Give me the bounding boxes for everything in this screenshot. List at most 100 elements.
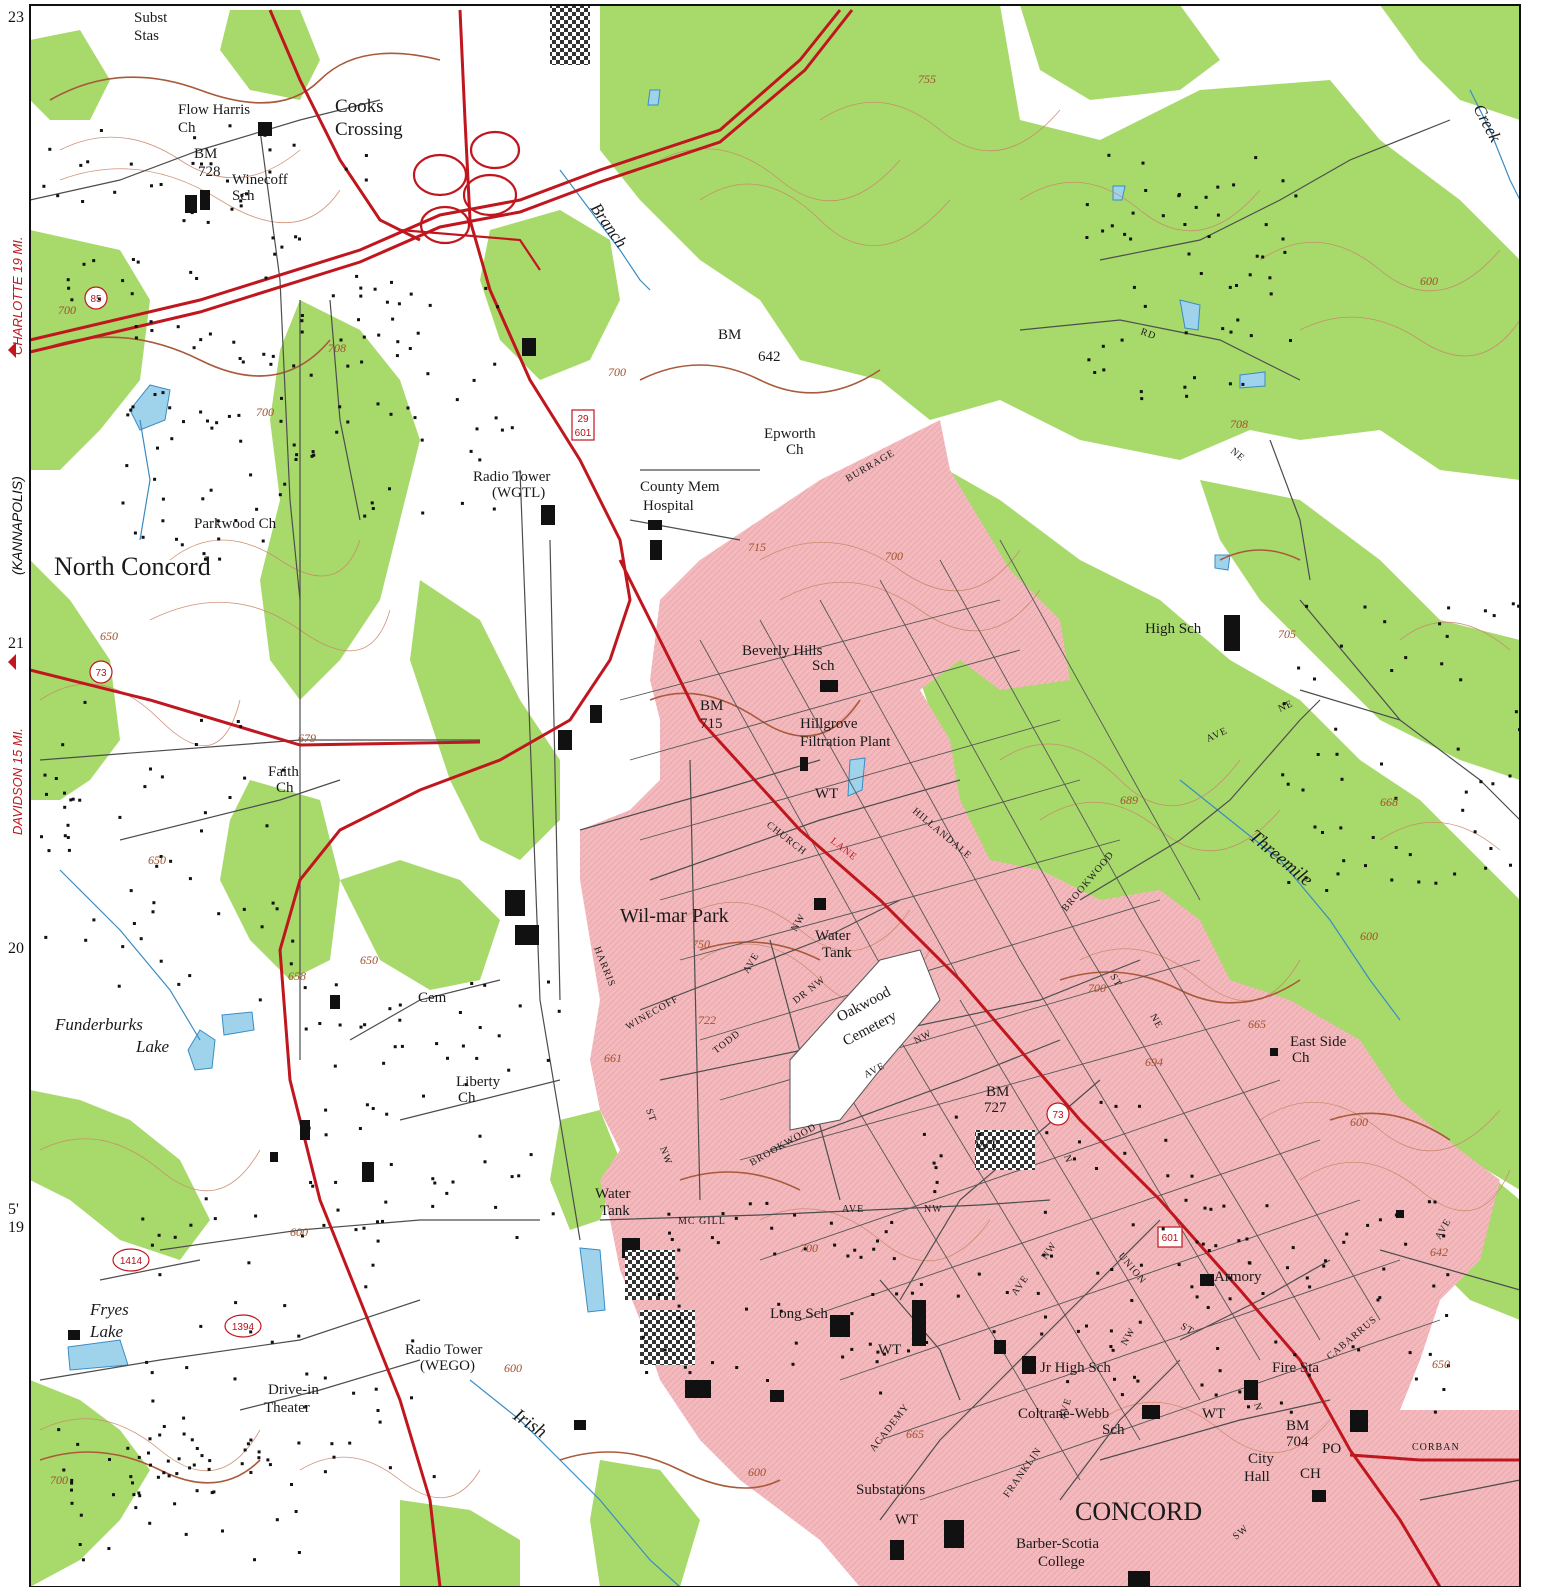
house-dot [1110,224,1114,228]
house-dot [507,1068,511,1072]
house-dot [890,1221,894,1224]
house-dot [677,1248,681,1252]
house-dot [1044,1315,1047,1319]
house-dot [249,1438,253,1442]
house-dot [841,1332,844,1336]
house-dot [1190,1285,1194,1289]
house-dot [1138,1104,1141,1108]
house-dot [884,1230,888,1234]
house-dot [150,329,154,332]
spot-elevation: 658 [288,969,306,983]
house-dot [323,1376,327,1380]
spot-elevation: 715 [748,540,766,554]
subst-stas-label: Subst [134,10,168,26]
house-dot [132,1493,136,1497]
house-dot [148,1437,152,1441]
house-dot [289,962,293,966]
house-dot [422,1094,425,1098]
house-dot [1408,1351,1412,1355]
house-dot [228,796,232,799]
house-dot [1325,889,1329,892]
house-dot [275,1518,279,1522]
house-dot [43,773,47,777]
route-601-label: 601 [575,428,592,439]
house-dot [1138,1320,1142,1324]
house-dot [376,402,380,406]
house-dot [850,1347,854,1351]
house-dot [363,514,367,518]
house-dot [153,393,157,396]
house-dot [260,925,264,929]
house-dot [271,354,275,358]
house-dot [240,193,244,197]
spot-elevation: 665 [906,1427,924,1441]
house-dot [246,1442,250,1446]
barber-scotia-label: Barber-Scotia [1016,1536,1099,1552]
house-dot [253,1558,256,1562]
house-dot [1307,1373,1311,1377]
contour-label: 700 [256,405,274,419]
house-dot [977,1272,981,1276]
house-dot [1378,1296,1382,1300]
house-dot [81,1558,85,1562]
arrow-icon [8,342,16,358]
house-dot [431,1204,435,1208]
house-dot [395,354,399,358]
faith-ch-label: Ch [276,780,294,796]
house-dot [195,277,199,280]
house-dot [227,414,231,418]
house-dot [207,1467,211,1471]
house-dot [1076,1329,1080,1333]
house-dot [162,1471,166,1475]
house-dot [1456,747,1460,751]
house-dot [1445,1314,1449,1317]
house-dot [67,286,71,290]
street-label: N [1251,1402,1264,1413]
house-dot [1229,330,1233,334]
house-dot [262,352,266,356]
faith-ch-label: Faith [268,764,299,780]
house-dot [254,1214,258,1218]
minor-roads [29,99,1521,1521]
house-dot [125,464,129,468]
long-sch-label: Long Sch [770,1306,828,1322]
house-dot [151,910,155,914]
house-dot [657,1293,661,1297]
house-dot [376,1409,380,1412]
house-dot [161,497,165,501]
house-dot [1185,394,1189,398]
house-dot [63,805,67,809]
house-dot [934,1166,938,1170]
house-dot [1324,1259,1327,1263]
house-dot [311,1184,315,1188]
house-dot [411,1339,415,1343]
house-dot [143,785,147,789]
house-dot [202,552,206,556]
house-dot [133,531,137,535]
house-dot [721,1212,725,1216]
house-dot [1492,614,1496,618]
house-dot [200,718,203,722]
house-dot [770,1226,774,1230]
house-dot [1161,1227,1165,1231]
house-dot [191,161,195,165]
house-dot [510,426,514,430]
house-dot [1433,1200,1437,1204]
house-dot [160,775,164,779]
margin-numbers: 23 21 20 5' 19 [8,9,24,1236]
house-dot [1279,1401,1283,1405]
house-dot [871,1293,875,1296]
house-dot [388,1007,392,1011]
hillgrove-label: Hillgrove [800,716,858,732]
house-dot [63,834,67,838]
house-dot [1141,161,1145,165]
house-dot [1417,880,1421,884]
house-dot [1308,1285,1312,1289]
house-dot [420,438,424,442]
contour-label: 650 [1432,1357,1450,1371]
house-dot [1249,334,1253,338]
house-dot [400,1044,404,1048]
house-dot [63,791,66,795]
